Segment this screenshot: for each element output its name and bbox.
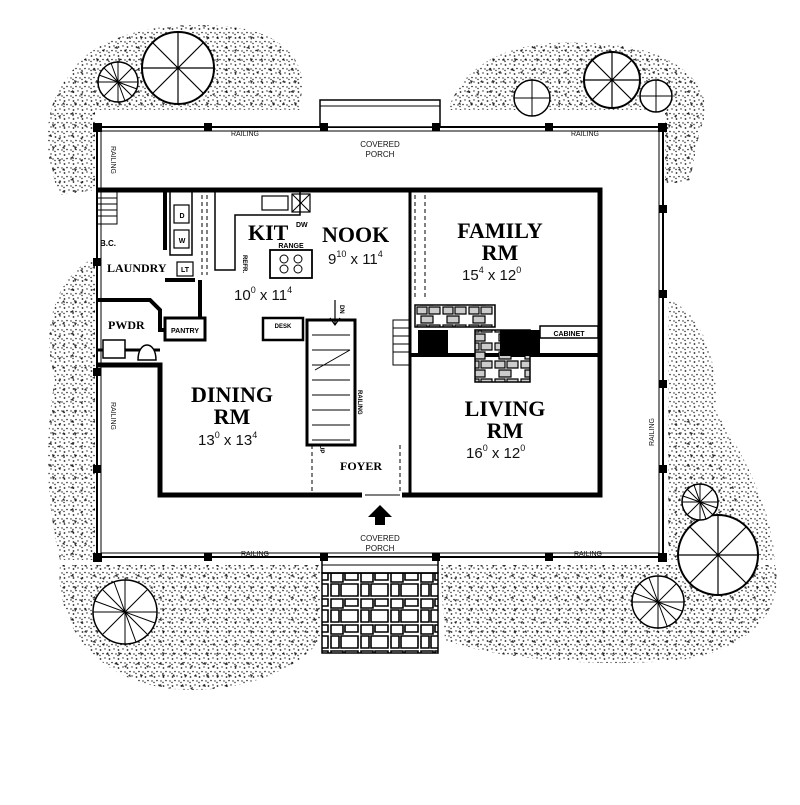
- stair-railing-label: RAILING: [356, 390, 362, 415]
- railing-label: RAILING: [241, 551, 269, 558]
- railing-label: RAILING: [109, 146, 116, 174]
- porch: [93, 99, 667, 574]
- porch-bottom-label-line1: COVERED: [360, 534, 400, 543]
- dining-room-dimensions: 130 x 134: [198, 430, 257, 449]
- family-room-name-line1: FAMILY: [457, 218, 543, 243]
- dw-label: DW: [296, 222, 308, 229]
- labels: COVERED PORCH COVERED PORCH RAILING RAIL…: [100, 131, 656, 558]
- dn-label: DN: [338, 305, 344, 314]
- trees: [92, 31, 759, 645]
- cabinet-label: CABINET: [553, 331, 585, 338]
- railing-label: RAILING: [109, 402, 116, 430]
- bc-label: B.C.: [100, 239, 116, 248]
- shrub-icon: [97, 61, 139, 103]
- shrub-icon: [631, 575, 685, 629]
- foyer-name: FOYER: [340, 459, 382, 473]
- kitchen-dimensions: 100 x 114: [234, 285, 292, 304]
- tree-icon: [583, 51, 641, 109]
- dryer-label: D: [179, 213, 184, 220]
- living-room-dimensions: 160 x 120: [466, 443, 525, 462]
- railing-label: RAILING: [231, 131, 259, 138]
- railing-label: RAILING: [574, 551, 602, 558]
- laundry-name: LAUNDRY: [107, 261, 167, 275]
- refr-label: REFR.: [241, 255, 247, 273]
- desk-label: DESK: [275, 324, 292, 330]
- tree-icon: [677, 514, 759, 596]
- entry-arrow-icon: [368, 505, 392, 525]
- kitchen-name: KIT: [248, 220, 289, 245]
- shrub-icon: [92, 579, 158, 645]
- dining-room-name-line1: DINING: [191, 382, 273, 407]
- up-label: UP: [318, 445, 324, 453]
- family-room-dimensions: 154 x 120: [462, 265, 521, 284]
- railing-label: RAILING: [649, 418, 656, 446]
- powder-name: PWDR: [108, 318, 145, 332]
- fireplace: [414, 304, 496, 328]
- dining-room-name-line2: RM: [214, 404, 251, 429]
- porch-top-label-line1: COVERED: [360, 140, 400, 149]
- range-label: RANGE: [278, 243, 304, 250]
- porch-top-label-line2: PORCH: [366, 150, 395, 159]
- lt-label: LT: [181, 267, 190, 274]
- nook-dimensions: 910 x 114: [328, 249, 383, 268]
- stone-walkway: [321, 572, 439, 654]
- family-room-name-line2: RM: [482, 240, 519, 265]
- living-room-name-line1: LIVING: [465, 396, 546, 421]
- nook-name: NOOK: [322, 222, 389, 247]
- shrub-icon: [513, 79, 551, 117]
- landscape: [47, 25, 777, 690]
- shrub-icon: [681, 483, 719, 521]
- pantry-name: PANTRY: [171, 328, 199, 335]
- living-room-name-line2: RM: [487, 418, 524, 443]
- tree-icon: [141, 31, 215, 105]
- house-walls: [96, 187, 603, 499]
- shrub-icon: [639, 79, 673, 113]
- porch-bottom-label-line2: PORCH: [366, 544, 395, 553]
- railing-label: RAILING: [571, 131, 599, 138]
- washer-label: W: [179, 238, 186, 245]
